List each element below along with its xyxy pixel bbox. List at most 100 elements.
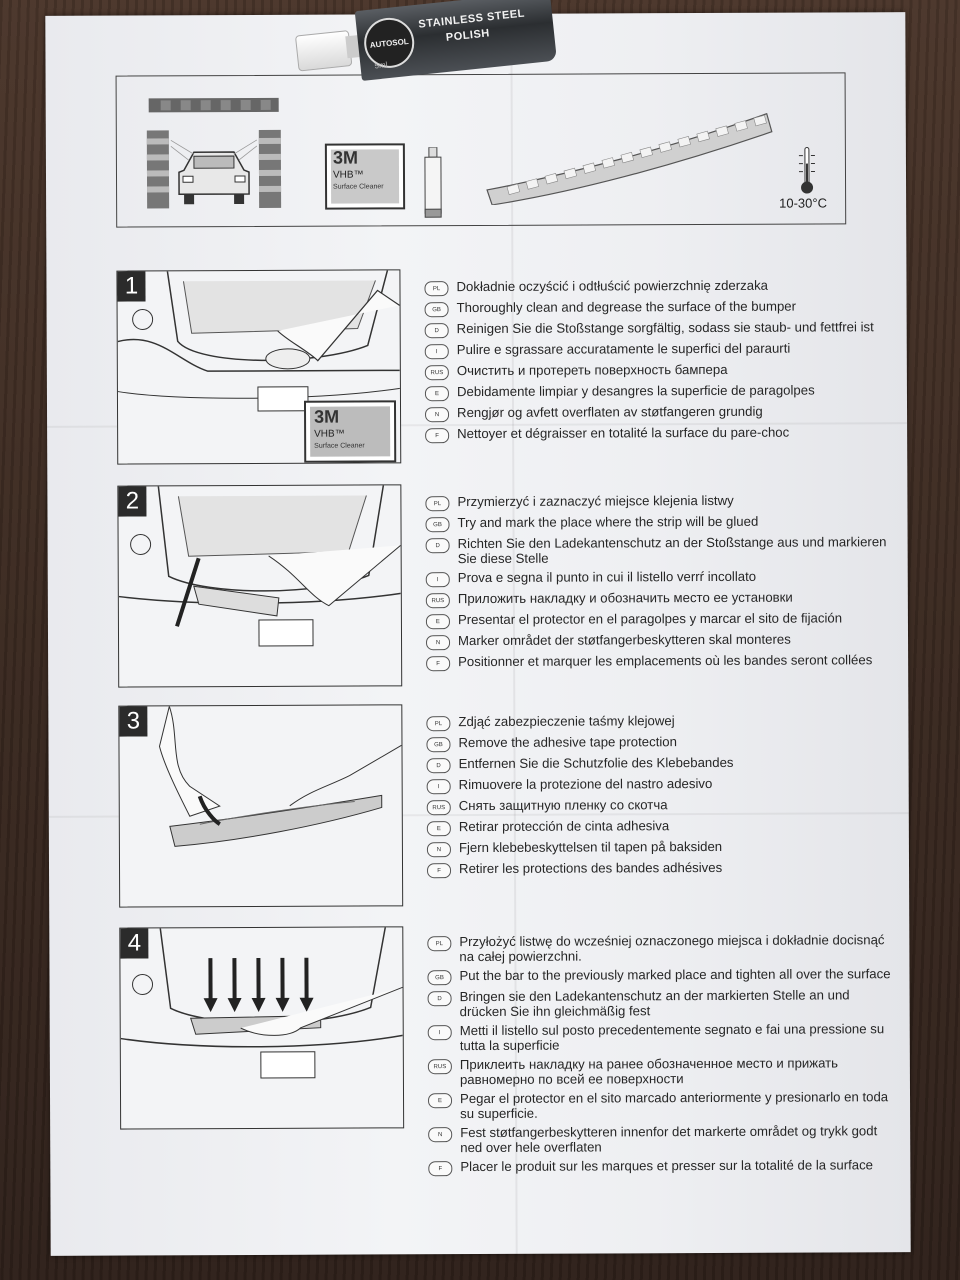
language-code-badge: RUS <box>426 800 451 816</box>
press-arrow-icon <box>299 957 314 1012</box>
thermometer-icon <box>798 147 815 194</box>
press-arrow-icon <box>251 957 266 1012</box>
instruction-line: GB Thoroughly clean and degrease the surf… <box>424 298 895 318</box>
language-code-badge: N <box>426 842 451 858</box>
instruction-text: Put the bar to the previously marked pla… <box>459 966 891 984</box>
language-code-badge: PL <box>427 936 452 952</box>
tube-cap <box>294 30 353 72</box>
language-code-badge: E <box>428 1093 453 1109</box>
instruction-text: Przymierzyć i zaznaczyć miejsce klejenia… <box>457 492 734 510</box>
instruction-text: Снять защитную пленку со скотча <box>458 797 668 814</box>
language-code-badge: GB <box>427 970 452 986</box>
press-arrow-icon <box>203 958 218 1013</box>
instruction-line: PL Zdjąć zabezpieczenie taśmy klejowej <box>426 712 896 732</box>
peel-tape-icon <box>158 704 402 847</box>
language-code-badge: E <box>424 386 449 402</box>
language-code-badge: F <box>425 428 450 444</box>
language-code-badge: D <box>427 991 452 1007</box>
instruction-text: Bringen sie den Ladekantenschutz an der … <box>459 987 850 1020</box>
language-code-badge: D <box>426 758 451 774</box>
instruction-line: N Rengjør og avfett overflaten av støtfan… <box>425 403 895 423</box>
language-code-badge: GB <box>426 737 451 753</box>
3m-brand-text: 3M <box>314 406 340 427</box>
instruction-text: Try and mark the place where the strip w… <box>457 513 759 531</box>
instruction-text: Presentar el protector en el paragolpes … <box>457 610 843 628</box>
polish-tube-icon <box>424 147 442 218</box>
instruction-line: N Marker området der støtfangerbeskyttere… <box>426 631 896 651</box>
language-code-badge: PL <box>424 281 449 297</box>
instruction-line: F Nettoyer et dégraisser en totalité la s… <box>425 424 895 444</box>
instruction-text: Przyłożyć listwę do wcześniej oznaczoneg… <box>459 932 885 965</box>
language-code-badge: D <box>424 323 449 339</box>
instruction-line: I Rimuovere la protezione del nastro ades… <box>426 775 897 795</box>
language-code-badge: GB <box>424 302 449 318</box>
step-3-illustration: 3 <box>118 704 404 908</box>
bumper-protector-strip-icon <box>486 112 773 205</box>
language-code-badge: N <box>426 635 451 651</box>
instruction-text: Prova e segna il punto in cui il listell… <box>457 568 757 586</box>
instruction-text: Nettoyer et dégraisser en totalité la su… <box>457 424 790 442</box>
3m-vhb-cleaner-package: 3M VHB™ Surface Cleaner <box>324 143 406 210</box>
step-2-illustration: 2 <box>117 484 403 688</box>
instruction-line: GB Remove the adhesive tape protection <box>426 733 896 753</box>
step-1-instructions: PL Dokładnie oczyścić i odtłuścić powierz… <box>424 277 895 447</box>
instruction-line: GB Try and mark the place where the strip… <box>425 513 895 533</box>
instruction-line: I Prova e segna il punto in cui il listel… <box>425 568 896 588</box>
language-code-badge: N <box>425 407 450 423</box>
language-code-badge: I <box>426 779 451 795</box>
instruction-line: E Presentar el protector en el paragolpes… <box>425 610 896 630</box>
instruction-line: RUS Снять защитную пленку со скотча <box>426 796 897 816</box>
instruction-line: RUS Приклеить накладку на ранее обозначен… <box>427 1055 898 1088</box>
instruction-text: Fjern klebebeskyttelsen til tapen på bak… <box>458 838 723 856</box>
instruction-line: N Fjern klebebeskyttelsen til tapen på ba… <box>426 838 897 858</box>
language-code-badge: RUS <box>424 365 449 381</box>
instruction-line: D Reinigen Sie die Stoßstange sorgfältig,… <box>424 319 895 339</box>
car-rear-clean-icon <box>117 270 401 412</box>
instruction-text: Zdjąć zabezpieczenie taśmy klejowej <box>458 713 675 730</box>
instruction-line: GB Put the bar to the previously marked p… <box>427 966 897 986</box>
language-code-badge: RUS <box>427 1059 452 1075</box>
3m-brand-text: 3M <box>332 147 358 168</box>
instruction-text: Marker området der støtfangerbeskytteren… <box>457 631 791 649</box>
language-code-badge: PL <box>426 716 451 732</box>
instruction-text: Rimuovere la protezione del nastro adesi… <box>458 775 713 793</box>
instruction-text: Dokładnie oczyścić i odtłuścić powierzch… <box>456 277 769 295</box>
language-code-badge: F <box>428 1161 453 1177</box>
instruction-line: PL Przyłożyć listwę do wcześniej oznaczon… <box>427 932 897 964</box>
language-code-badge: F <box>426 656 451 672</box>
language-code-badge: E <box>425 614 450 630</box>
instruction-text: Reinigen Sie die Stoßstange sorgfältig, … <box>456 319 874 337</box>
tube-size: 5ml <box>374 60 388 71</box>
step-1-3m-package: 3M VHB™ Surface Cleaner <box>303 400 397 463</box>
language-code-badge: I <box>425 572 450 588</box>
step-number: 3 <box>119 706 148 737</box>
press-arrow-icon <box>227 958 242 1013</box>
instruction-text: Приклеить накладку на ранее обозначенное… <box>459 1055 839 1088</box>
car-rear-mark-icon <box>118 485 401 647</box>
press-strip-icon <box>120 927 403 1079</box>
instruction-text: Fest støtfangerbeskytteren innenfor det … <box>460 1123 878 1156</box>
surface-cleaner-text: Surface Cleaner <box>333 183 384 191</box>
language-code-badge: GB <box>425 517 450 533</box>
step-number: 1 <box>117 271 146 302</box>
step-1-illustration: 1 3M VHB™ Surface Cleaner <box>116 269 402 465</box>
instruction-text: Rengjør og avfett overflaten av støtfang… <box>457 403 763 421</box>
instruction-text: Remove the adhesive tape protection <box>458 734 677 751</box>
language-code-badge: I <box>424 344 449 360</box>
vhb-product-text: VHB™ <box>314 428 345 440</box>
preparation-illustration-box: 3M VHB™ Surface Cleaner 10-30°C <box>115 72 847 228</box>
step-1: 1 3M VHB™ Surface Cleaner PL Dokładnie oc… <box>116 267 895 470</box>
instruction-text: Thoroughly clean and degrease the surfac… <box>456 298 797 316</box>
instruction-text: Debidamente limpiar y desangres la super… <box>456 382 815 400</box>
